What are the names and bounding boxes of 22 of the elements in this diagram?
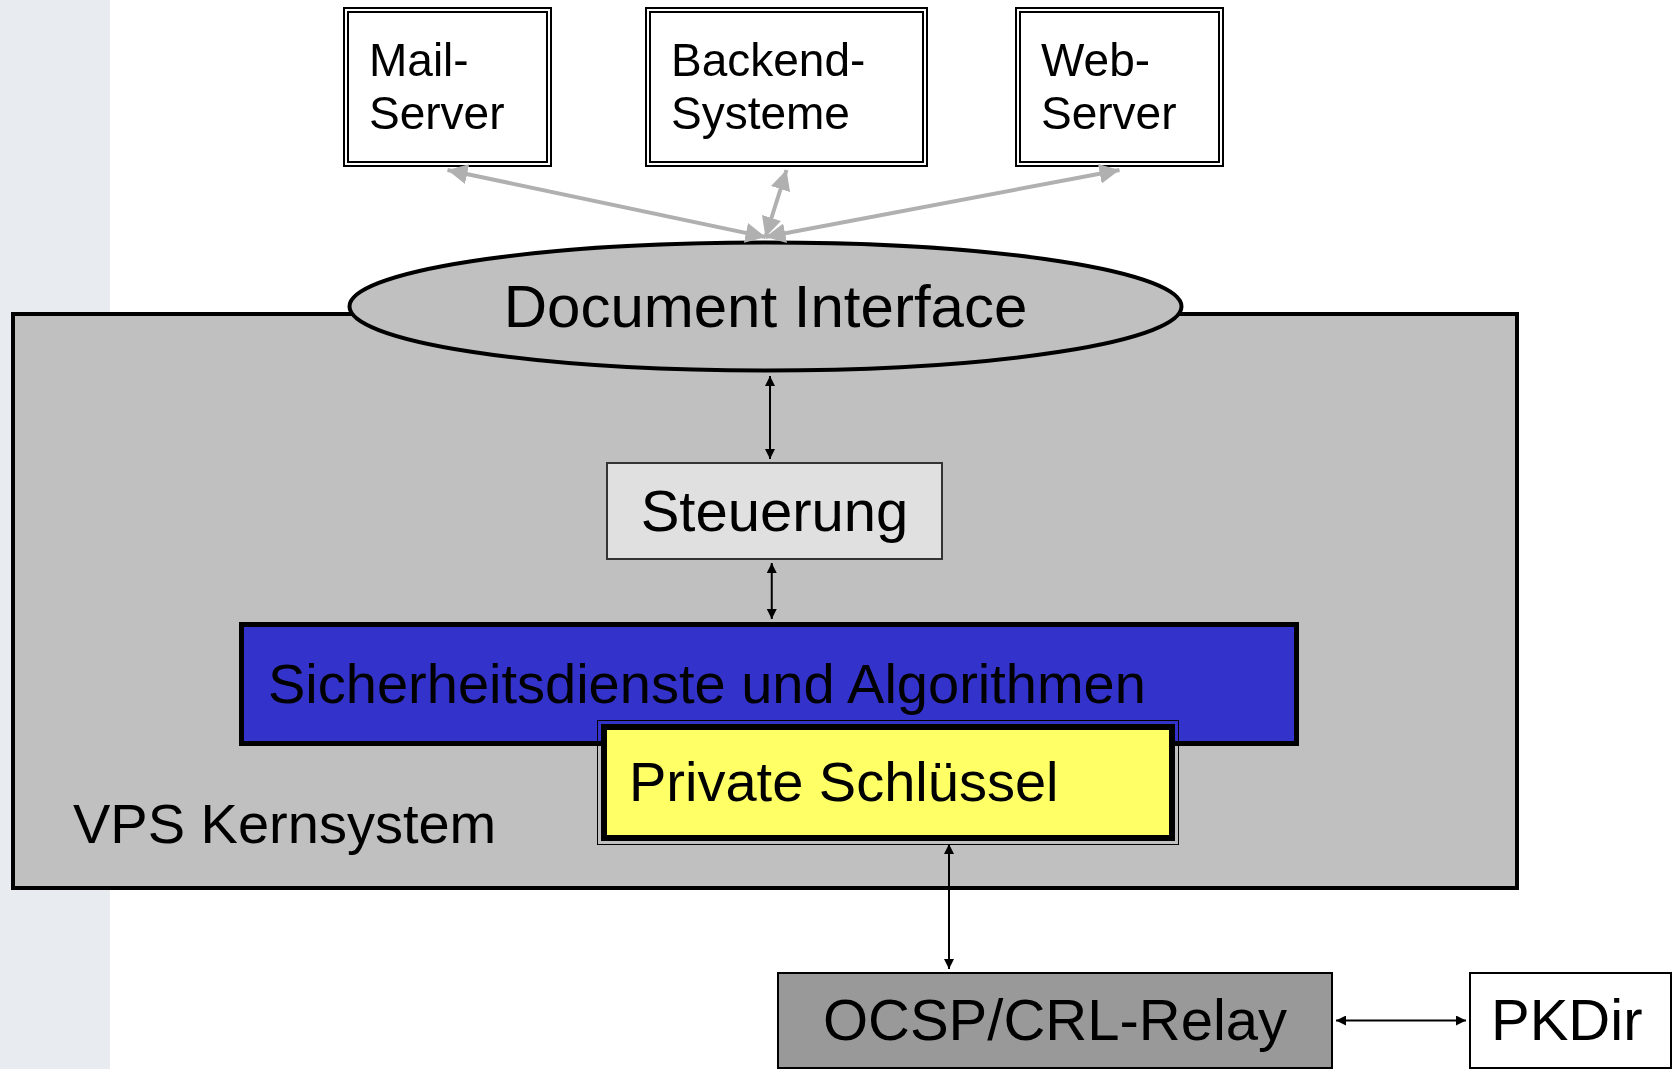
box-label: Web- Server — [1041, 34, 1178, 140]
system-box — [645, 7, 928, 167]
server-box — [1015, 7, 1224, 167]
control-box — [606, 462, 943, 560]
server-box — [343, 7, 552, 167]
box-label: PKDir — [1491, 987, 1643, 1054]
arrow — [1335, 1015, 1467, 1026]
box-label: Backend- Systeme — [671, 34, 867, 140]
box-label: Sicherheitsdienste und Algorithmen — [268, 651, 1146, 717]
box-label: Private Schlüssel — [629, 750, 1059, 815]
arrow — [765, 375, 775, 460]
interface-ellipse — [347, 240, 1184, 373]
box-label: Steuerung — [640, 477, 909, 545]
arrow — [766, 562, 777, 620]
relay-box — [777, 972, 1333, 1069]
box-label: Document Interface — [503, 272, 1028, 341]
directory-box — [1469, 972, 1672, 1069]
arrow — [944, 843, 954, 970]
container-label: VPS Kernsystem — [73, 791, 497, 856]
box-label: Mail- Server — [369, 34, 506, 140]
box-label: OCSP/CRL-Relay — [822, 987, 1288, 1054]
arrow — [761, 169, 791, 238]
